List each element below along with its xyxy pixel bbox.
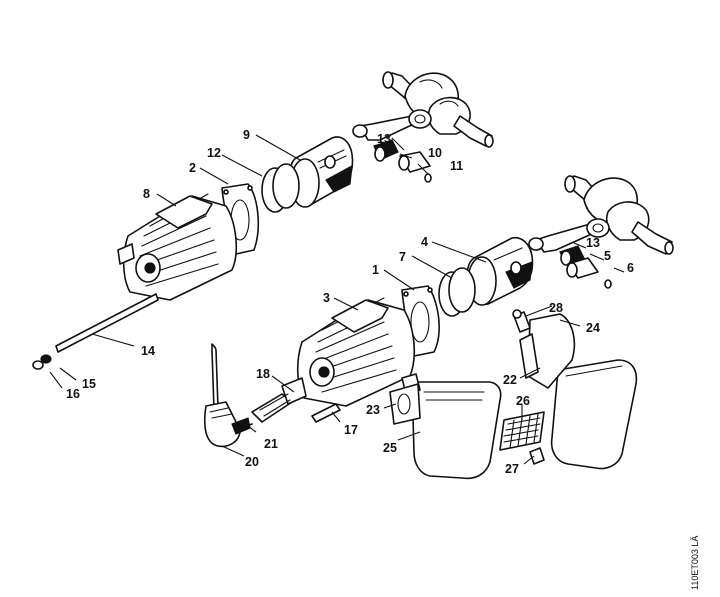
callout-labels: 9 12 2 8 13 10 11 13 5 6 4 7 1 3 14 15 1…	[66, 128, 634, 476]
plug-cap	[203, 343, 253, 448]
muffler-gasket-23	[389, 383, 421, 425]
callout-26: 26	[516, 394, 530, 408]
lower-connecting-rod	[528, 218, 610, 253]
lower-piston-rings	[438, 267, 476, 317]
upper-piston	[290, 136, 354, 208]
lower-crankshaft	[564, 175, 674, 255]
callout-15: 15	[82, 377, 96, 391]
callout-28: 28	[549, 301, 563, 315]
lower-piston	[466, 236, 534, 306]
spark-plug	[251, 377, 307, 423]
callout-24: 24	[586, 321, 600, 335]
bolt-27	[529, 447, 545, 465]
upper-cylinder	[117, 193, 238, 301]
callout-7: 7	[399, 250, 406, 264]
callout-6: 6	[627, 261, 634, 275]
callout-12: 12	[207, 146, 221, 160]
piston-pin-lower	[566, 257, 612, 289]
callout-5: 5	[604, 249, 611, 263]
callout-9: 9	[243, 128, 250, 142]
upper-connecting-rod	[352, 109, 432, 141]
callout-16: 16	[66, 387, 80, 401]
callout-8: 8	[143, 187, 150, 201]
callout-14: 14	[141, 344, 155, 358]
callout-4: 4	[421, 235, 428, 249]
callout-10: 10	[428, 146, 442, 160]
callout-21: 21	[264, 437, 278, 451]
lower-cylinder	[296, 297, 416, 407]
callout-23: 23	[366, 403, 380, 417]
callout-3: 3	[323, 291, 330, 305]
callout-22: 22	[503, 373, 517, 387]
callout-18: 18	[256, 367, 270, 381]
muffler-rear-housing	[519, 313, 638, 470]
needle-cage-upper	[373, 139, 399, 162]
callout-25: 25	[383, 441, 397, 455]
callout-13-upper: 13	[377, 132, 391, 146]
callout-2: 2	[189, 161, 196, 175]
bolt-28	[512, 309, 531, 333]
drawing-reference-code: 110ET003 LÄ	[690, 535, 700, 590]
stud-17	[311, 403, 341, 423]
needle-cage-lower	[559, 245, 585, 266]
upper-crankshaft	[382, 71, 494, 148]
leader-lines	[49, 134, 625, 465]
callout-20: 20	[245, 455, 259, 469]
callout-11: 11	[450, 159, 463, 173]
upper-piston-rings	[261, 163, 300, 213]
spark-arrestor-screen	[499, 411, 545, 451]
long-stud-14	[32, 293, 159, 370]
piston-pin-upper	[398, 151, 432, 183]
callout-17: 17	[344, 423, 358, 437]
callout-13-lower: 13	[586, 236, 600, 250]
callout-27: 27	[505, 462, 519, 476]
callout-1: 1	[372, 263, 379, 277]
muffler-front-shell	[401, 373, 502, 480]
